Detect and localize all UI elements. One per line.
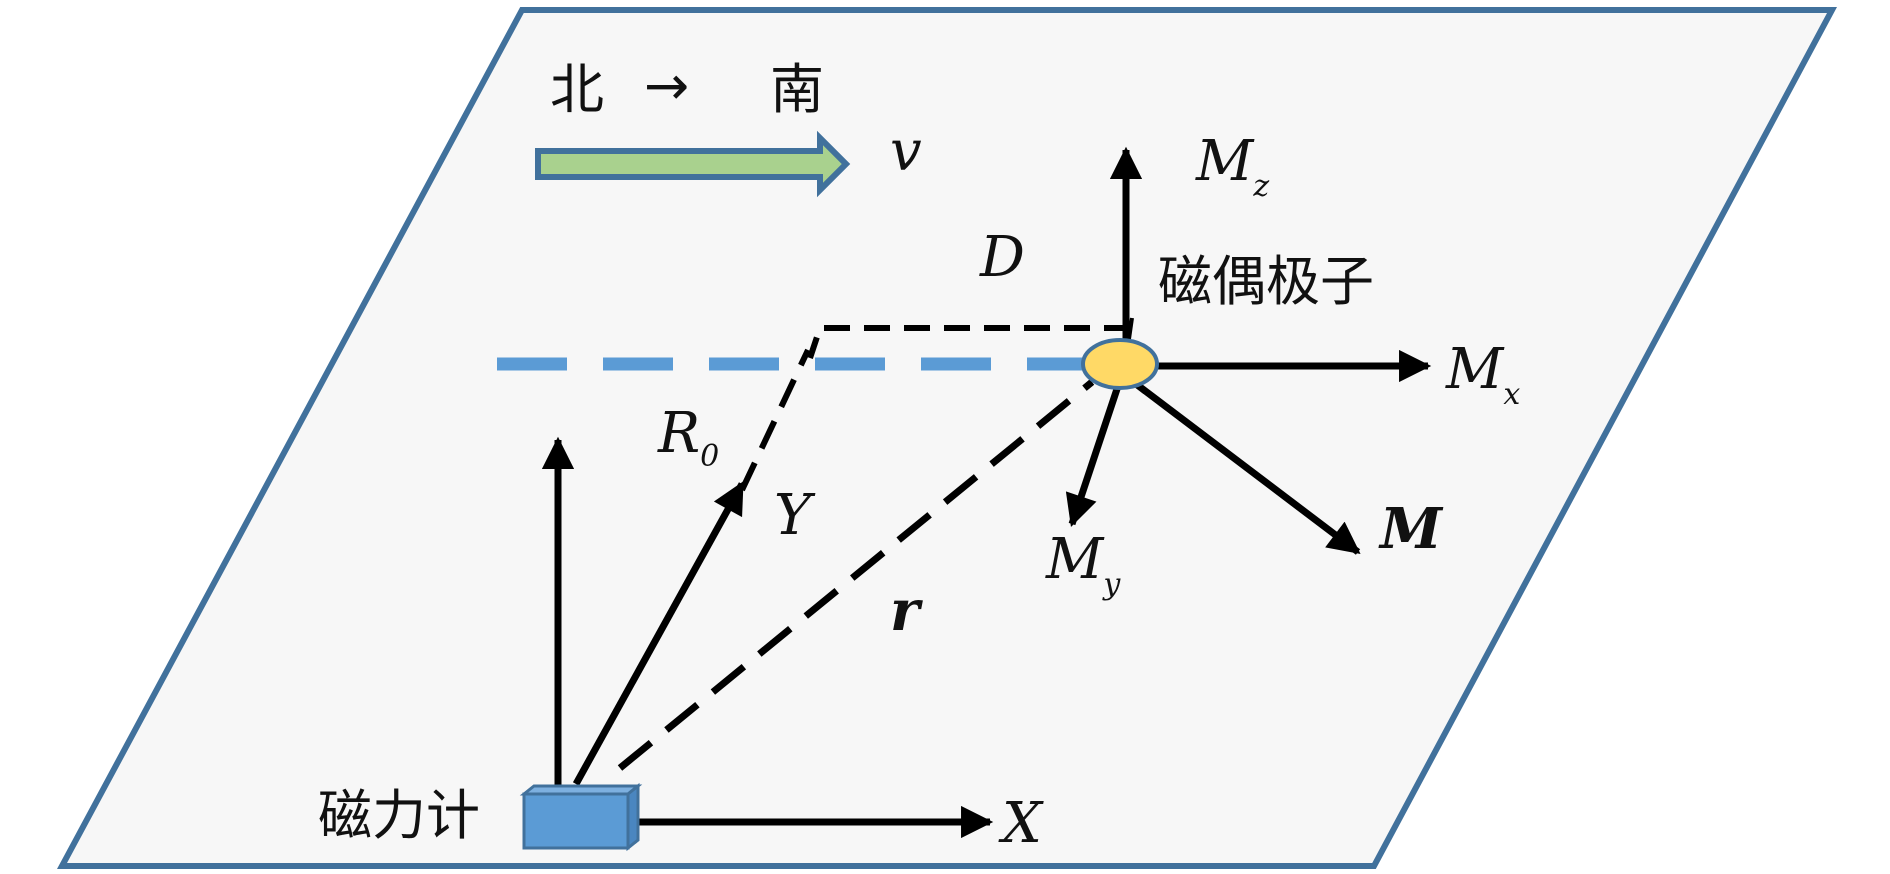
magnetic-moment-m-label: M <box>1378 496 1444 562</box>
north-south-arrow-glyph: → <box>644 54 689 117</box>
magnetometer-label: 磁力计 <box>318 784 480 847</box>
north-label: 北 <box>550 58 604 121</box>
mx-label: Mx <box>1445 337 1520 412</box>
x-axis-label: X <box>998 791 1044 856</box>
position-vector-r-dashed-line <box>617 379 1095 771</box>
magnetic-moment-m-arrow <box>1133 381 1361 555</box>
r0-dashed-line <box>739 348 811 492</box>
magnetometer-box <box>519 782 643 852</box>
my-label: My <box>1045 527 1121 602</box>
my-component-arrow <box>1065 384 1122 528</box>
position-vector-r-label: r <box>890 578 923 644</box>
r0-label: R0 <box>657 401 719 474</box>
y-axis-label: Y <box>774 483 816 548</box>
velocity-arrow <box>535 130 851 198</box>
distance-d-label: D <box>979 225 1025 290</box>
mz-label: Mz <box>1195 129 1269 204</box>
magnetic-dipole-marker <box>1081 338 1159 390</box>
velocity-label: v <box>890 119 922 184</box>
magnetometer-y-axis <box>572 481 746 786</box>
south-label: 南 <box>770 58 824 121</box>
magnetic-dipole-label: 磁偶极子 <box>1158 250 1374 313</box>
ground-plane <box>56 6 1838 869</box>
distance-d-dashed-line <box>807 325 1130 359</box>
